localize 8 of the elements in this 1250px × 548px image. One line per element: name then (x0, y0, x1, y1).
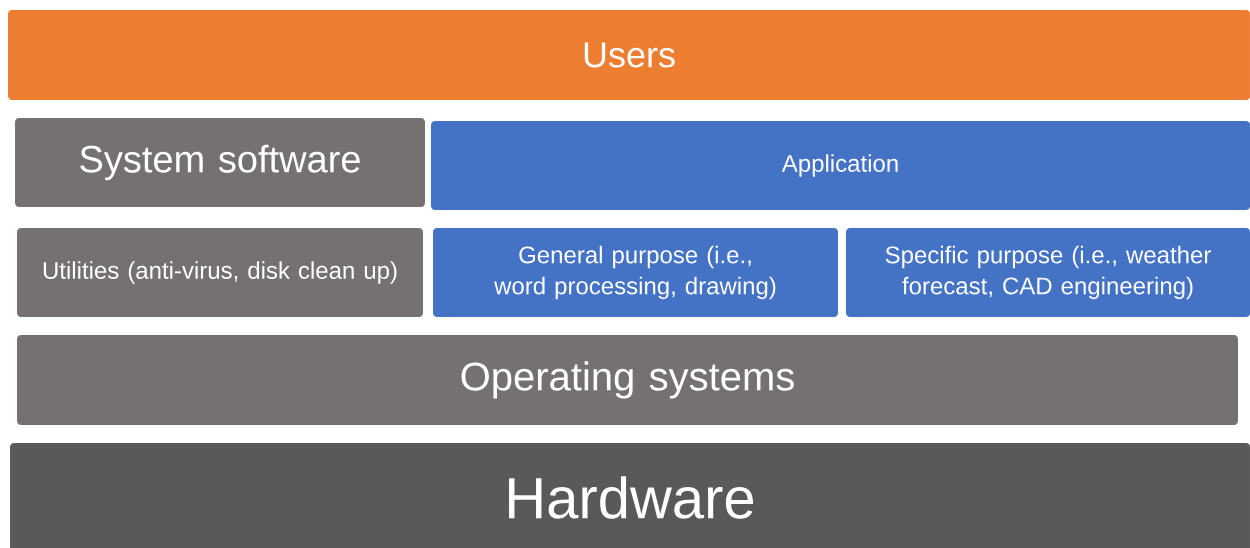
layer-box: Utilities (anti-virus, disk clean up) (17, 228, 423, 317)
layer-box: Application (431, 121, 1250, 210)
layer-box: Specific purpose (i.e., weather forecast, CAD engineering) (846, 228, 1250, 317)
layer-box: General purpose (i.e., word processing, drawing) (433, 228, 838, 317)
layer-box: System software (15, 118, 425, 207)
layer-band: Users (8, 10, 1250, 100)
layer-band: Operating systems (17, 335, 1238, 425)
layer-band: Hardware (10, 443, 1250, 548)
